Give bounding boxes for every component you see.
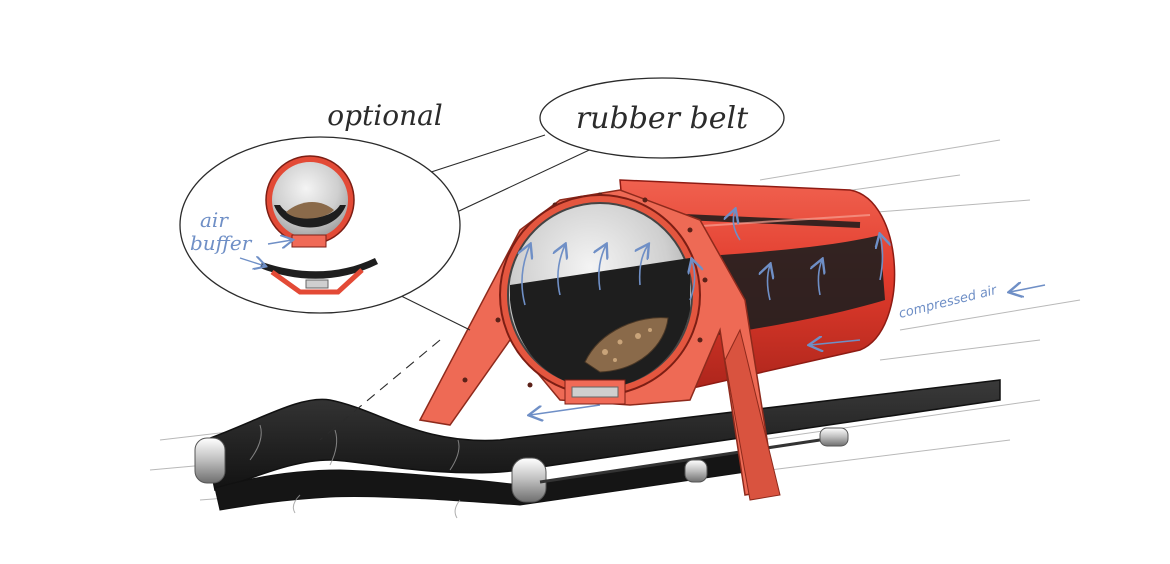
compressed-air-arrow-icon — [1010, 285, 1046, 292]
optional-inset: optional air buffer — [179, 99, 461, 314]
compressed-air-annotation: compressed air — [897, 283, 1046, 322]
air-buffer-label-line2: buffer — [190, 231, 253, 255]
rubber-belt-label: rubber belt — [576, 101, 749, 136]
air-flow-arrows — [522, 210, 883, 415]
air-buffer-label-line1: air — [200, 208, 229, 232]
rubber-belt-callout: rubber belt — [539, 77, 785, 159]
rollers — [194, 427, 849, 503]
optional-label: optional — [327, 99, 443, 132]
